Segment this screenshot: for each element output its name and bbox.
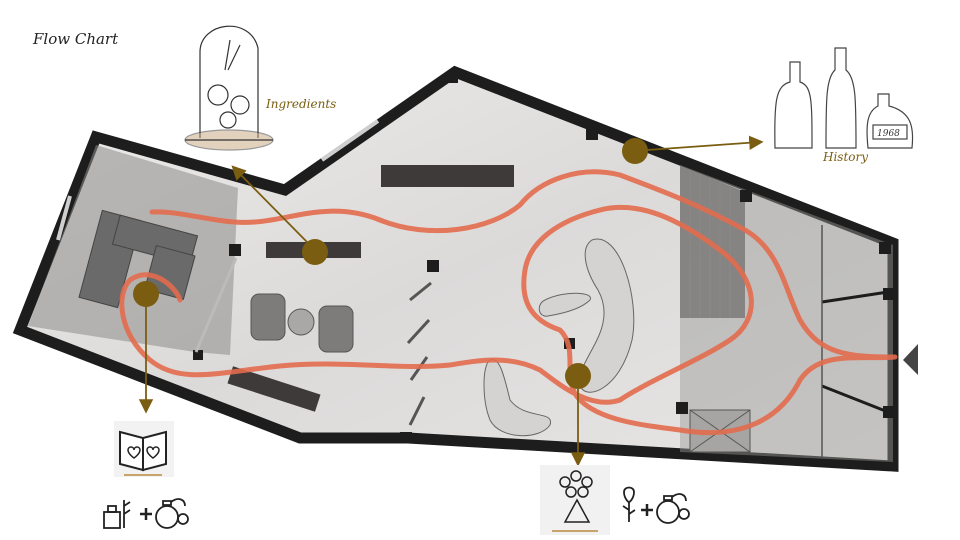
marker-desk xyxy=(133,281,159,307)
lounge-seating xyxy=(250,293,354,353)
window-top-left xyxy=(320,119,380,162)
vintage-bottles-sketch xyxy=(774,47,914,149)
rose-plus-perfume-icon xyxy=(622,486,690,524)
entrance-arrow-icon xyxy=(903,344,918,375)
marker-bench xyxy=(302,239,328,265)
bench-bottom xyxy=(227,366,321,412)
door-wall-2 xyxy=(821,384,889,414)
history-label: History xyxy=(823,150,869,164)
diagram-title: Flow Chart xyxy=(33,30,119,48)
flower-bouquet-icon xyxy=(540,465,610,535)
marker-history xyxy=(622,138,648,164)
book-with-hearts-icon xyxy=(114,421,174,477)
visitor-flow-path xyxy=(119,169,898,436)
window-left xyxy=(56,195,72,241)
arrow-to-history xyxy=(646,135,764,151)
display-islands xyxy=(483,238,635,437)
bottle-plus-perfume-icon xyxy=(103,498,189,529)
desk-set xyxy=(78,209,199,309)
arrow-to-ingredients xyxy=(231,165,309,244)
ingredients-label: Ingredients xyxy=(266,97,337,111)
bench-top xyxy=(381,165,514,187)
marker-island xyxy=(565,363,591,389)
stair-lines xyxy=(689,170,731,318)
door-wall-1 xyxy=(821,290,889,304)
bottle-year-label: 1968 xyxy=(877,129,900,139)
left-glass-wall xyxy=(194,257,238,353)
bell-jar-sketch xyxy=(184,25,274,151)
